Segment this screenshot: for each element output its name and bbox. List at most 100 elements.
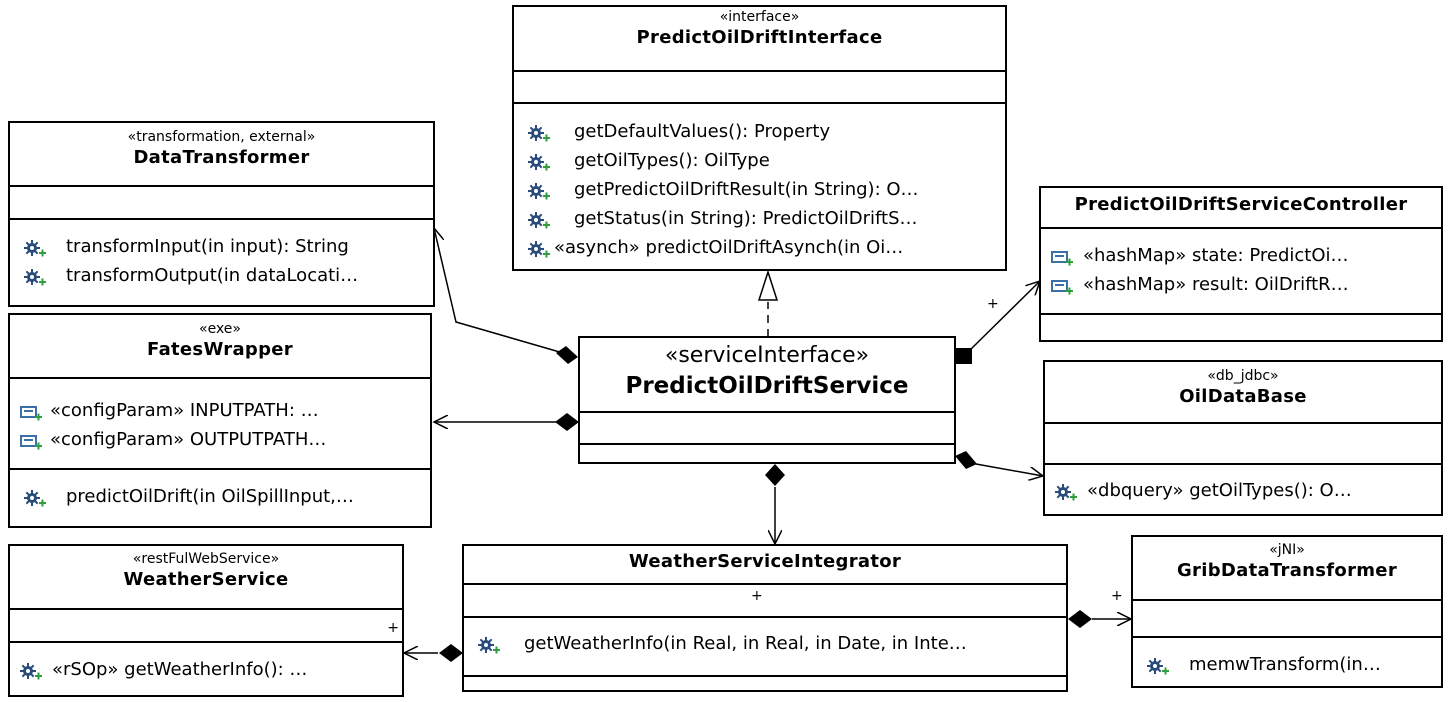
- operation-row[interactable]: predictOilDrift(in OilSpillInput,…: [10, 482, 430, 511]
- class-weather-service-integrator[interactable]: WeatherServiceIntegrator + getWeatherInf…: [462, 544, 1068, 692]
- class-name: FatesWrapper: [147, 339, 293, 360]
- class-name: GribDataTransformer: [1176, 560, 1397, 581]
- attribute-icon: [1051, 247, 1077, 266]
- operations-compartment: predictOilDrift(in OilSpillInput,…: [10, 470, 430, 511]
- attributes-compartment: [10, 187, 433, 220]
- class-header: «serviceInterface» PredictOilDriftServic…: [580, 338, 954, 413]
- class-header: «interface» PredictOilDriftInterface: [514, 7, 1005, 72]
- operation-row[interactable]: getWeatherInfo(in Real, in Real, in Date…: [464, 629, 1066, 658]
- stereotype-label: «serviceInterface»: [664, 343, 870, 368]
- multiplicity-label: +: [987, 296, 999, 312]
- class-name: PredictOilDriftServiceController: [1074, 194, 1408, 215]
- connector-service-fateswrapper: [434, 413, 579, 431]
- realization-service-interface: [757, 269, 779, 337]
- operation-icon: [1055, 482, 1081, 501]
- class-header: PredictOilDriftServiceController: [1041, 188, 1441, 229]
- attributes-compartment: «configParam» INPUTPATH: … «configParam»…: [10, 379, 430, 470]
- operation-text: transformOutput(in dataLocati…: [66, 265, 359, 286]
- multiplicity-label: +: [751, 588, 763, 604]
- class-name: PredictOilDriftInterface: [636, 27, 883, 48]
- operation-icon: [20, 661, 46, 680]
- attribute-icon: [20, 402, 46, 421]
- operations-compartment: getWeatherInfo(in Real, in Real, in Date…: [464, 618, 1066, 677]
- stereotype-label: «jNI»: [1269, 542, 1305, 558]
- class-weather-service[interactable]: «restFulWebService» WeatherService + «rS…: [8, 544, 404, 697]
- attribute-text: «configParam» INPUTPATH: …: [50, 400, 319, 421]
- operation-row[interactable]: transformInput(in input): String: [10, 232, 433, 261]
- class-header: «db_jdbc» OilDataBase: [1045, 362, 1441, 424]
- class-data-transformer[interactable]: «transformation, external» DataTransform…: [8, 121, 435, 307]
- attribute-text: «hashMap» state: PredictOi…: [1083, 245, 1349, 266]
- attributes-compartment: +: [464, 585, 1066, 618]
- connector-integrator-grib: [1068, 610, 1131, 628]
- class-header: «jNI» GribDataTransformer: [1133, 537, 1441, 601]
- operation-icon: [24, 238, 50, 257]
- operation-row[interactable]: getStatus(in String): PredictOilDriftS…: [514, 204, 1005, 233]
- operation-text: «dbquery» getOilTypes(): O…: [1087, 480, 1352, 501]
- attributes-compartment: +: [10, 610, 402, 643]
- stereotype-label: «transformation, external»: [127, 129, 316, 145]
- operation-text: «asynch» predictOilDriftAsynch(in Oi…: [554, 237, 904, 258]
- class-name: WeatherServiceIntegrator: [628, 551, 902, 572]
- connector-service-weatherintegrator: [765, 464, 785, 544]
- class-header: «restFulWebService» WeatherService: [10, 546, 402, 610]
- operations-compartment: memwTransform(in…: [1133, 638, 1441, 679]
- class-header: WeatherServiceIntegrator: [464, 546, 1066, 585]
- operation-text: getWeatherInfo(in Real, in Real, in Date…: [524, 633, 967, 654]
- operations-compartment: «dbquery» getOilTypes(): O…: [1045, 465, 1441, 505]
- class-name: OilDataBase: [1179, 386, 1307, 407]
- operation-row[interactable]: «rSOp» getWeatherInfo(): …: [10, 655, 402, 684]
- attributes-compartment: [580, 413, 954, 445]
- operation-row[interactable]: transformOutput(in dataLocati…: [10, 261, 433, 290]
- operation-text: getOilTypes(): OilType: [574, 150, 770, 171]
- connector-service-oildatabase: [955, 451, 1043, 476]
- operation-icon: [478, 635, 504, 654]
- attribute-row[interactable]: «configParam» INPUTPATH: …: [10, 396, 430, 425]
- class-header: «transformation, external» DataTransform…: [10, 123, 433, 187]
- stereotype-label: «interface»: [719, 9, 800, 25]
- attributes-compartment: «hashMap» state: PredictOi… «hashMap» re…: [1041, 229, 1441, 315]
- operation-text: predictOilDrift(in OilSpillInput,…: [66, 486, 354, 507]
- stereotype-label: «db_jdbc»: [1207, 368, 1279, 384]
- attribute-text: «configParam» OUTPUTPATH…: [50, 429, 327, 450]
- stereotype-label: «restFulWebService»: [132, 551, 280, 567]
- operation-text: memwTransform(in…: [1189, 654, 1381, 675]
- class-grib-data-transformer[interactable]: «jNI» GribDataTransformer memwTransform(…: [1131, 535, 1443, 688]
- operations-compartment: getDefaultValues(): Property getOilTypes…: [514, 104, 1005, 262]
- operation-icon: [1147, 656, 1173, 675]
- class-oil-data-base[interactable]: «db_jdbc» OilDataBase «dbquery» getOilTy…: [1043, 360, 1443, 516]
- operations-compartment: [580, 445, 954, 462]
- operation-text: getDefaultValues(): Property: [574, 121, 831, 142]
- operation-text: transformInput(in input): String: [66, 236, 349, 257]
- attribute-row[interactable]: «hashMap» result: OilDriftR…: [1041, 270, 1441, 299]
- operation-text: «rSOp» getWeatherInfo(): …: [52, 659, 308, 680]
- operation-row[interactable]: getDefaultValues(): Property: [514, 117, 1005, 146]
- operation-text: getStatus(in String): PredictOilDriftS…: [574, 208, 918, 229]
- operations-compartment: «rSOp» getWeatherInfo(): …: [10, 643, 402, 684]
- attribute-row[interactable]: «configParam» OUTPUTPATH…: [10, 425, 430, 454]
- operations-compartment: transformInput(in input): String transfo…: [10, 220, 433, 290]
- class-name: PredictOilDriftService: [625, 373, 909, 399]
- attribute-icon: [1051, 276, 1077, 295]
- attribute-row[interactable]: «hashMap» state: PredictOi…: [1041, 241, 1441, 270]
- operation-row[interactable]: memwTransform(in…: [1133, 650, 1441, 679]
- connector-service-datatransformer: [434, 228, 578, 364]
- class-predict-oil-drift-service-controller[interactable]: PredictOilDriftServiceController «hashMa…: [1039, 186, 1443, 342]
- attribute-icon: [20, 431, 46, 450]
- multiplicity-label: +: [387, 620, 399, 636]
- operation-icon: [24, 488, 50, 507]
- operation-row[interactable]: getPredictOilDriftResult(in String): O…: [514, 175, 1005, 204]
- operation-row[interactable]: getOilTypes(): OilType: [514, 146, 1005, 175]
- operation-row[interactable]: «dbquery» getOilTypes(): O…: [1045, 476, 1441, 505]
- stereotype-label: «exe»: [199, 321, 241, 337]
- operation-row[interactable]: «asynch» predictOilDriftAsynch(in Oi…: [514, 233, 1005, 262]
- class-header: «exe» FatesWrapper: [10, 315, 430, 379]
- class-predict-oil-drift-interface[interactable]: «interface» PredictOilDriftInterface get…: [512, 5, 1007, 271]
- class-predict-oil-drift-service[interactable]: «serviceInterface» PredictOilDriftServic…: [578, 336, 956, 464]
- attributes-compartment: [514, 72, 1005, 104]
- class-fates-wrapper[interactable]: «exe» FatesWrapper «configParam» INPUTPA…: [8, 313, 432, 528]
- attribute-text: «hashMap» result: OilDriftR…: [1083, 274, 1349, 295]
- operation-icon: [528, 123, 554, 142]
- multiplicity-label: +: [1111, 588, 1123, 604]
